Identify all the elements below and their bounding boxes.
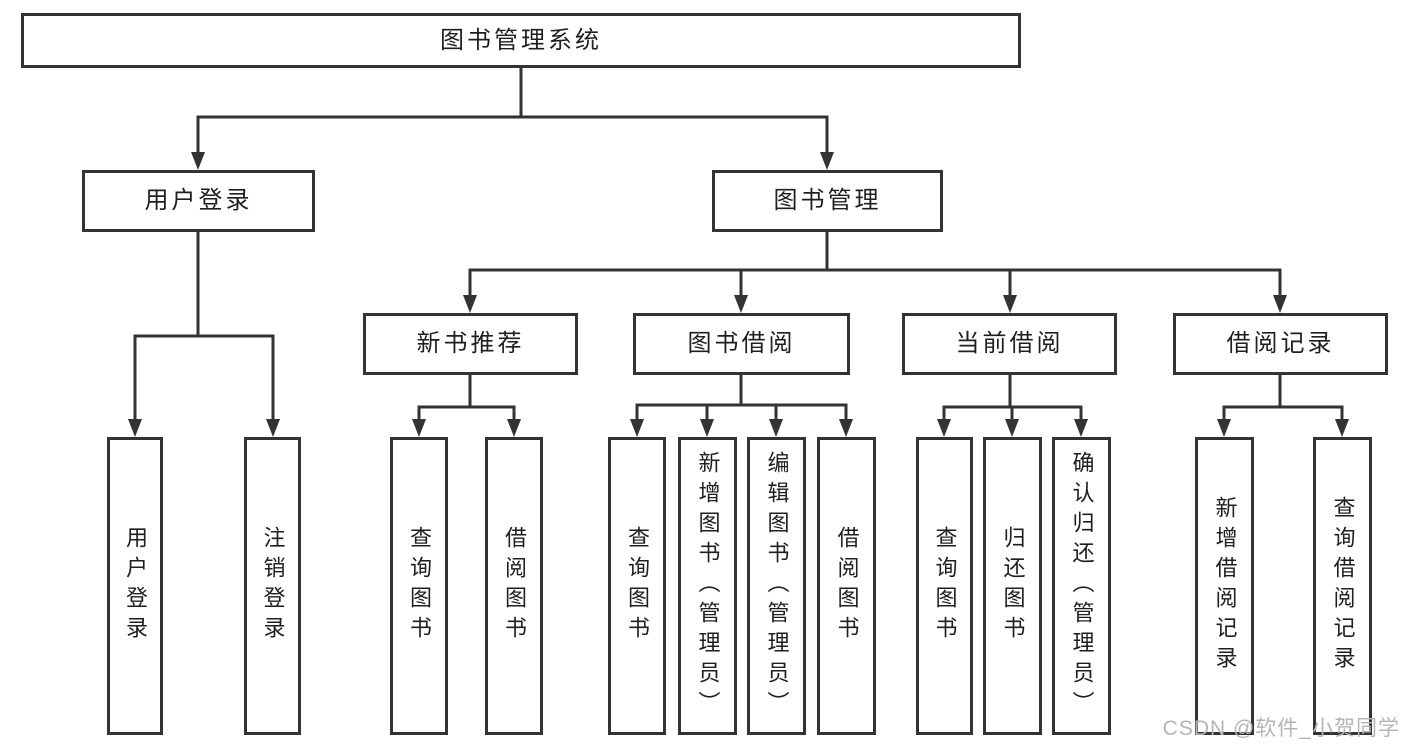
- node-book-management: 图书管理: [712, 170, 943, 232]
- leaf-label: 新增图书（管理员）: [695, 451, 721, 721]
- leaf-cb-confirm-return-admin: 确认归还（管理员）: [1052, 437, 1111, 735]
- leaf-label: 查询图书: [932, 526, 958, 646]
- leaf-label: 查询借阅记录: [1330, 496, 1356, 676]
- node-new-book-recommend: 新书推荐: [363, 313, 578, 375]
- leaf-cb-return-books: 归还图书: [983, 437, 1042, 735]
- leaf-label: 归还图书: [1000, 526, 1026, 646]
- leaf-logout: 注销登录: [244, 437, 301, 735]
- leaf-nbr-query-books: 查询图书: [390, 437, 448, 735]
- leaf-label: 查询图书: [407, 526, 432, 646]
- leaf-nbr-borrow-books: 借阅图书: [485, 437, 543, 735]
- leaf-bb-borrow-books: 借阅图书: [817, 437, 876, 735]
- node-library-system: 图书管理系统: [21, 13, 1021, 68]
- watermark: CSDN @软件_小贺同学: [1162, 717, 1400, 740]
- leaf-label: 注销登录: [260, 526, 286, 646]
- node-borrowing-records: 借阅记录: [1173, 313, 1388, 375]
- leaf-br-query-record: 查询借阅记录: [1313, 437, 1372, 735]
- leaf-user-login: 用户登录: [107, 437, 163, 735]
- leaf-br-add-record: 新增借阅记录: [1195, 437, 1254, 735]
- leaf-cb-query-books: 查询图书: [916, 437, 973, 735]
- node-book-borrowing: 图书借阅: [633, 313, 850, 375]
- leaf-label: 查询图书: [625, 526, 650, 646]
- leaf-label: 新增借阅记录: [1212, 496, 1238, 676]
- node-current-borrowing: 当前借阅: [902, 313, 1117, 375]
- leaf-bb-add-books-admin: 新增图书（管理员）: [678, 437, 737, 735]
- node-user-login: 用户登录: [82, 170, 315, 232]
- leaf-label: 确认归还（管理员）: [1069, 451, 1095, 721]
- leaf-label: 借阅图书: [834, 526, 860, 646]
- leaf-label: 借阅图书: [502, 526, 527, 646]
- leaf-bb-query-books: 查询图书: [608, 437, 666, 735]
- leaf-label: 用户登录: [123, 526, 148, 646]
- leaf-bb-edit-books-admin: 编辑图书（管理员）: [747, 437, 806, 735]
- leaf-label: 编辑图书（管理员）: [764, 451, 790, 721]
